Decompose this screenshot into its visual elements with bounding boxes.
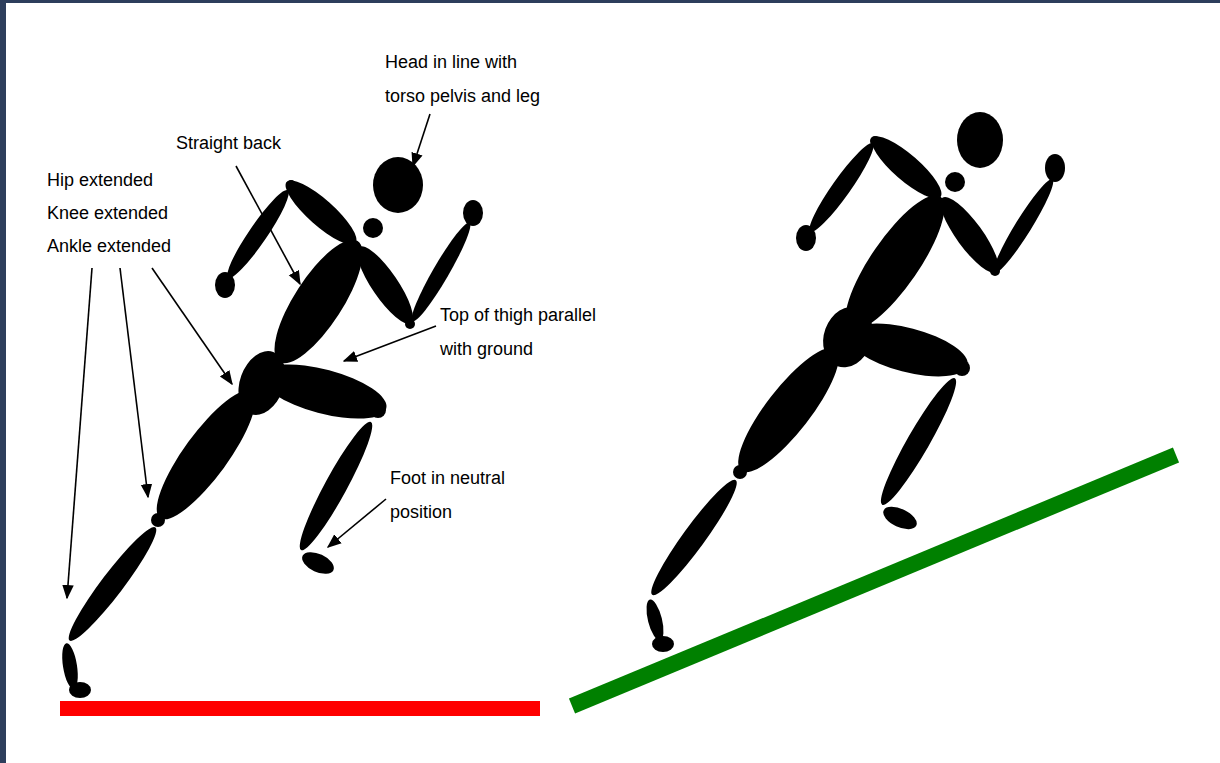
upper-arm [348, 240, 421, 331]
shin [291, 417, 380, 556]
callout-label: Head in line with torso pelvis and leg [385, 45, 555, 113]
label-box: Top of thigh parallel with ground [440, 298, 625, 366]
knee-joint [733, 465, 747, 479]
label-box: Foot in neutral position [390, 461, 530, 529]
callout-label: Knee extended [47, 196, 207, 230]
knee-joint [151, 513, 165, 527]
hand [796, 225, 816, 251]
hand [1045, 154, 1065, 182]
shin [61, 521, 164, 647]
leader-line [152, 268, 232, 384]
leader-line [236, 166, 300, 284]
sprinter-figure [643, 112, 1065, 652]
forearm [988, 175, 1060, 277]
callout-label: Foot in neutral position [390, 461, 530, 529]
neck [363, 218, 383, 238]
thigh [255, 353, 392, 429]
callout-label: Hip extended [47, 163, 207, 197]
forearm [803, 138, 880, 237]
label-box: Head in line with torso pelvis and leg [385, 45, 555, 113]
foot [880, 502, 920, 534]
head [957, 112, 1003, 168]
leader-line [344, 326, 436, 361]
callout-label: Ankle extended [47, 229, 207, 263]
forearm [221, 185, 296, 283]
neck [945, 172, 965, 192]
frame-edge [0, 0, 1220, 3]
leader-line [120, 268, 148, 497]
flat-ground [60, 701, 540, 716]
shin [643, 474, 744, 602]
callout-label: Straight back [176, 126, 336, 160]
hand [215, 272, 235, 298]
knee-joint [954, 360, 970, 376]
label-box: Hip extended [47, 163, 207, 197]
shin [873, 373, 965, 511]
label-box: Ankle extended [47, 229, 207, 263]
thigh [842, 313, 973, 387]
elbow-joint [286, 180, 296, 190]
leader-line [67, 268, 92, 598]
leader-line [413, 114, 430, 166]
upper-arm [864, 128, 949, 207]
foot [69, 682, 91, 698]
head [373, 157, 423, 213]
label-box: Knee extended [47, 196, 207, 230]
inclined-ground [572, 455, 1176, 706]
label-box: Straight back [176, 126, 336, 160]
foot [652, 636, 674, 652]
foot [299, 548, 337, 579]
ankle [643, 598, 667, 642]
hand [463, 200, 483, 226]
knee-joint [370, 402, 386, 418]
callout-label: Top of thigh parallel with ground [440, 298, 625, 366]
leader-line [328, 499, 386, 547]
frame-edge [0, 0, 6, 763]
